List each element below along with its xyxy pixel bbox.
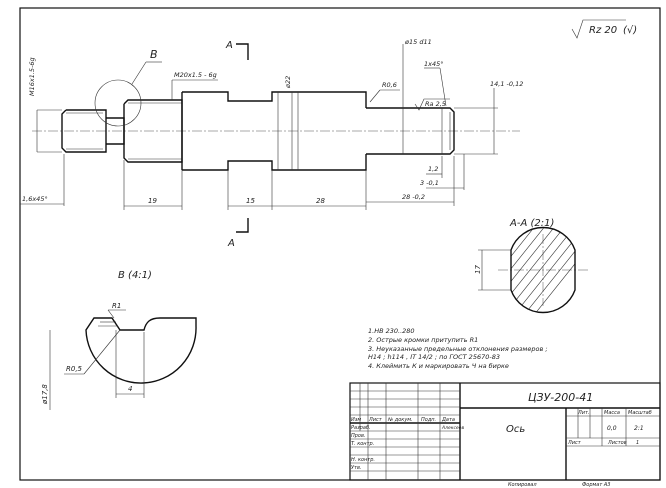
razrab-name: Алексеев (441, 425, 464, 431)
th-doc: № докум. (387, 417, 413, 423)
th-podp: Подп. (421, 417, 436, 423)
dim-28-tol: 28 -0,2 (402, 193, 425, 201)
roughness-check: (√) (623, 25, 637, 36)
role-utv: Утв. (351, 465, 362, 471)
title-block: ЦЗУ-200-41 Изм Лист № докум. Подп. Дата … (349, 382, 661, 488)
dim-28: 28 (316, 197, 325, 205)
note-4: 4. Клеймить К и маркировать Ч на бирке (368, 362, 509, 370)
col-mass: Масса (604, 410, 620, 416)
callout-b: B (94, 48, 162, 127)
sheet-label: Лист (567, 440, 582, 446)
dim-ra25: Ra 2,5 (425, 100, 446, 108)
dim-m20: M20x1.5 - 6g (174, 71, 217, 79)
dim-d15: ø15 d11 (404, 38, 432, 46)
th-data: Дата (441, 417, 455, 423)
shaft-segment-m16 (61, 109, 107, 153)
copied-label: Копировал (508, 482, 537, 488)
col-scale: Масштаб (628, 410, 652, 416)
shaft-main-view (32, 91, 520, 171)
dim-m16: M16x1.5-6g (28, 57, 36, 96)
section-aa-title: A-A (2:1) (509, 218, 554, 229)
dim-3: 3 -0,1 (420, 179, 439, 187)
note-3b: H14 ; h114 , IT 14/2 ; по ГОСТ 25670-83 (368, 353, 500, 361)
drawing-frame (19, 7, 661, 481)
note-2: 2. Острые кромки притупить R1 (368, 336, 478, 344)
dimension-lines: M16x1.5-6g M20x1.5 - 6g ø22 ø15 d11 R0,6… (20, 38, 523, 210)
technical-notes: 1.HB 230..280 2. Острые кромки притупить… (368, 327, 548, 370)
mass-value: 0,0 (607, 425, 617, 432)
dim-r06: R0,6 (382, 81, 397, 89)
scale-value: 2:1 (634, 425, 644, 432)
dim-15: 15 (246, 197, 255, 205)
detail-b-r05: R0,5 (66, 365, 83, 373)
section-a-top-label: A (225, 40, 233, 51)
section-cut-a: A A (225, 40, 249, 249)
detail-b-r1: R1 (112, 302, 121, 310)
shaft-segment-d15 (366, 107, 455, 155)
shaft-segment-d22 (182, 91, 367, 108)
detail-b-view: B (4:1) R1 R0,5 4 ø17,8 (41, 270, 197, 410)
th-list: Лист (368, 417, 383, 423)
section-aa-view: A-A (2:1) 17 (474, 218, 590, 314)
dim-14-1: 14,1 -0,12 (490, 80, 523, 88)
format-label: Формат А3 (582, 482, 610, 488)
dim-1-2: 1,2 (428, 165, 438, 173)
part-name: Ось (506, 424, 525, 435)
detail-b-phi178: ø17,8 (41, 384, 49, 405)
title-designation: ЦЗУ-200-41 (528, 391, 593, 404)
sheets-value: 1 (636, 440, 639, 446)
roughness-label: Rz 20 (589, 25, 617, 36)
role-razrab: Разраб. (351, 425, 371, 431)
dim-19: 19 (148, 197, 157, 205)
role-tkontr: Т. контр. (351, 441, 374, 447)
roughness-symbol: Rz 20 (√) (571, 19, 637, 39)
dim-1x45: 1x45° (424, 60, 444, 68)
col-lit: Лит. (577, 410, 590, 416)
section-a-bottom-label: A (227, 238, 235, 249)
role-nkontr: Н. контр. (351, 457, 375, 463)
note-3: 3. Неуказанные предельные отклонения раз… (368, 345, 548, 353)
dim-1-6x45: 1,6x45° (22, 195, 48, 203)
th-izm: Изм (351, 417, 361, 423)
section-aa-dim: 17 (474, 265, 482, 274)
note-1: 1.HB 230..280 (368, 327, 415, 335)
callout-b-label: B (150, 48, 158, 61)
sheets-label: Листов (607, 440, 627, 446)
detail-b-d4: 4 (128, 385, 132, 393)
role-prov: Пров. (351, 433, 366, 439)
dim-d22: ø22 (284, 76, 292, 89)
detail-b-title: B (4:1) (118, 270, 152, 281)
